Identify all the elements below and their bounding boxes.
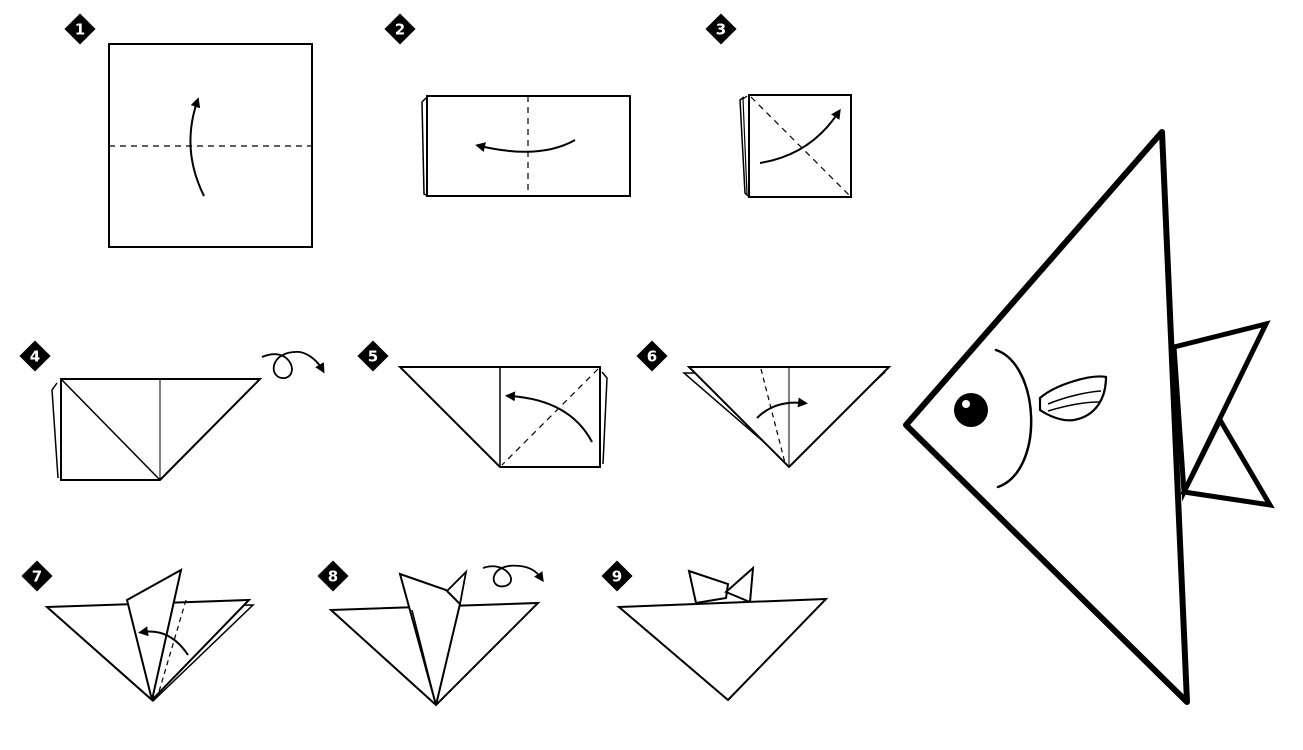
- fish-upper-tail: [1171, 320, 1271, 502]
- fold-line-dashed: [750, 96, 850, 196]
- fold-arrow-icon: [759, 108, 841, 164]
- step-4: 4: [19, 340, 325, 481]
- step-5: 5: [357, 340, 608, 468]
- step-3: 3: [705, 13, 852, 198]
- step-number: 8: [328, 568, 338, 586]
- step-number: 2: [395, 21, 405, 39]
- step-badge-icon: 9: [601, 560, 633, 592]
- step-9: 9: [601, 560, 829, 702]
- step-7: 7: [21, 560, 255, 703]
- fish-lower-tail: [1180, 414, 1275, 509]
- fold-arrow-icon: [505, 391, 593, 443]
- fold-crease: [60, 378, 161, 481]
- step-8: 8: [317, 560, 544, 707]
- paper-raised-flap: [398, 572, 462, 706]
- fold-line-dashed: [157, 599, 187, 696]
- fold-arrow-icon: [756, 397, 808, 419]
- fold-crease: [411, 609, 437, 706]
- fold-arrow-icon: [475, 139, 576, 153]
- fish-gill-line: [994, 348, 1033, 489]
- fold-arrow-icon: [138, 626, 189, 656]
- step-number: 3: [716, 21, 726, 39]
- paper-layer-edge: [601, 371, 608, 465]
- fold-line-dashed: [760, 368, 786, 464]
- flip-over-icon: [482, 564, 544, 588]
- fold-arrow-icon: [189, 97, 205, 197]
- step-number: 5: [368, 348, 378, 366]
- fish-eye: [954, 393, 988, 427]
- step-badge-icon: 5: [357, 340, 389, 372]
- paper-back-fin: [687, 569, 730, 605]
- fish-body: [903, 129, 1190, 705]
- step-badge-icon: 6: [636, 340, 668, 372]
- fish-fin-line: [1047, 390, 1102, 405]
- paper-fish-body: [616, 597, 829, 702]
- step-6: 6: [636, 340, 892, 469]
- step-badge-icon: 8: [317, 560, 349, 592]
- step-1: 1: [64, 13, 313, 248]
- fold-line-dashed: [501, 368, 599, 466]
- paper-layer-edge: [742, 95, 748, 195]
- step-number: 4: [30, 348, 40, 366]
- paper-layer-edge: [739, 96, 749, 197]
- step-2: 2: [384, 13, 631, 197]
- step-number: 9: [612, 568, 622, 586]
- step-badge-icon: 1: [64, 13, 96, 45]
- step-badge-icon: 2: [384, 13, 416, 45]
- step-badge-icon: 7: [21, 560, 53, 592]
- paper-tail-flap: [724, 565, 755, 604]
- paper-layer-edge: [51, 382, 59, 479]
- step-number: 6: [647, 348, 657, 366]
- finished-fish: [903, 129, 1275, 705]
- flip-over-icon: [261, 351, 325, 379]
- step-number: 1: [75, 21, 85, 39]
- step-badge-icon: 3: [705, 13, 737, 45]
- step-number: 7: [32, 568, 42, 586]
- step-badge-icon: 4: [19, 340, 51, 372]
- fish-fin-line: [1047, 401, 1100, 412]
